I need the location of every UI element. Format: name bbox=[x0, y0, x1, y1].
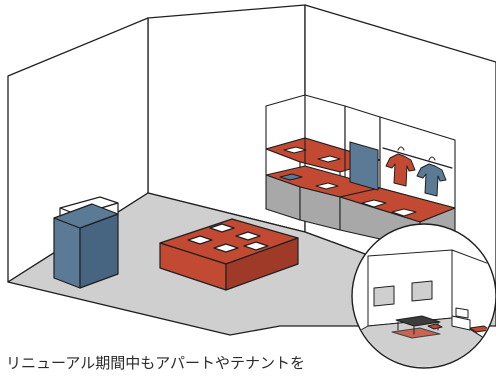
apartment-room-inset-icon bbox=[351, 223, 496, 369]
t-shirt-icon bbox=[382, 146, 453, 197]
caption-text: リニューアル期間中もアパートやテナントを bbox=[6, 354, 305, 372]
shelving-unit-icon bbox=[265, 94, 456, 249]
display-table-icon bbox=[159, 218, 299, 291]
reception-counter-icon bbox=[53, 196, 119, 289]
